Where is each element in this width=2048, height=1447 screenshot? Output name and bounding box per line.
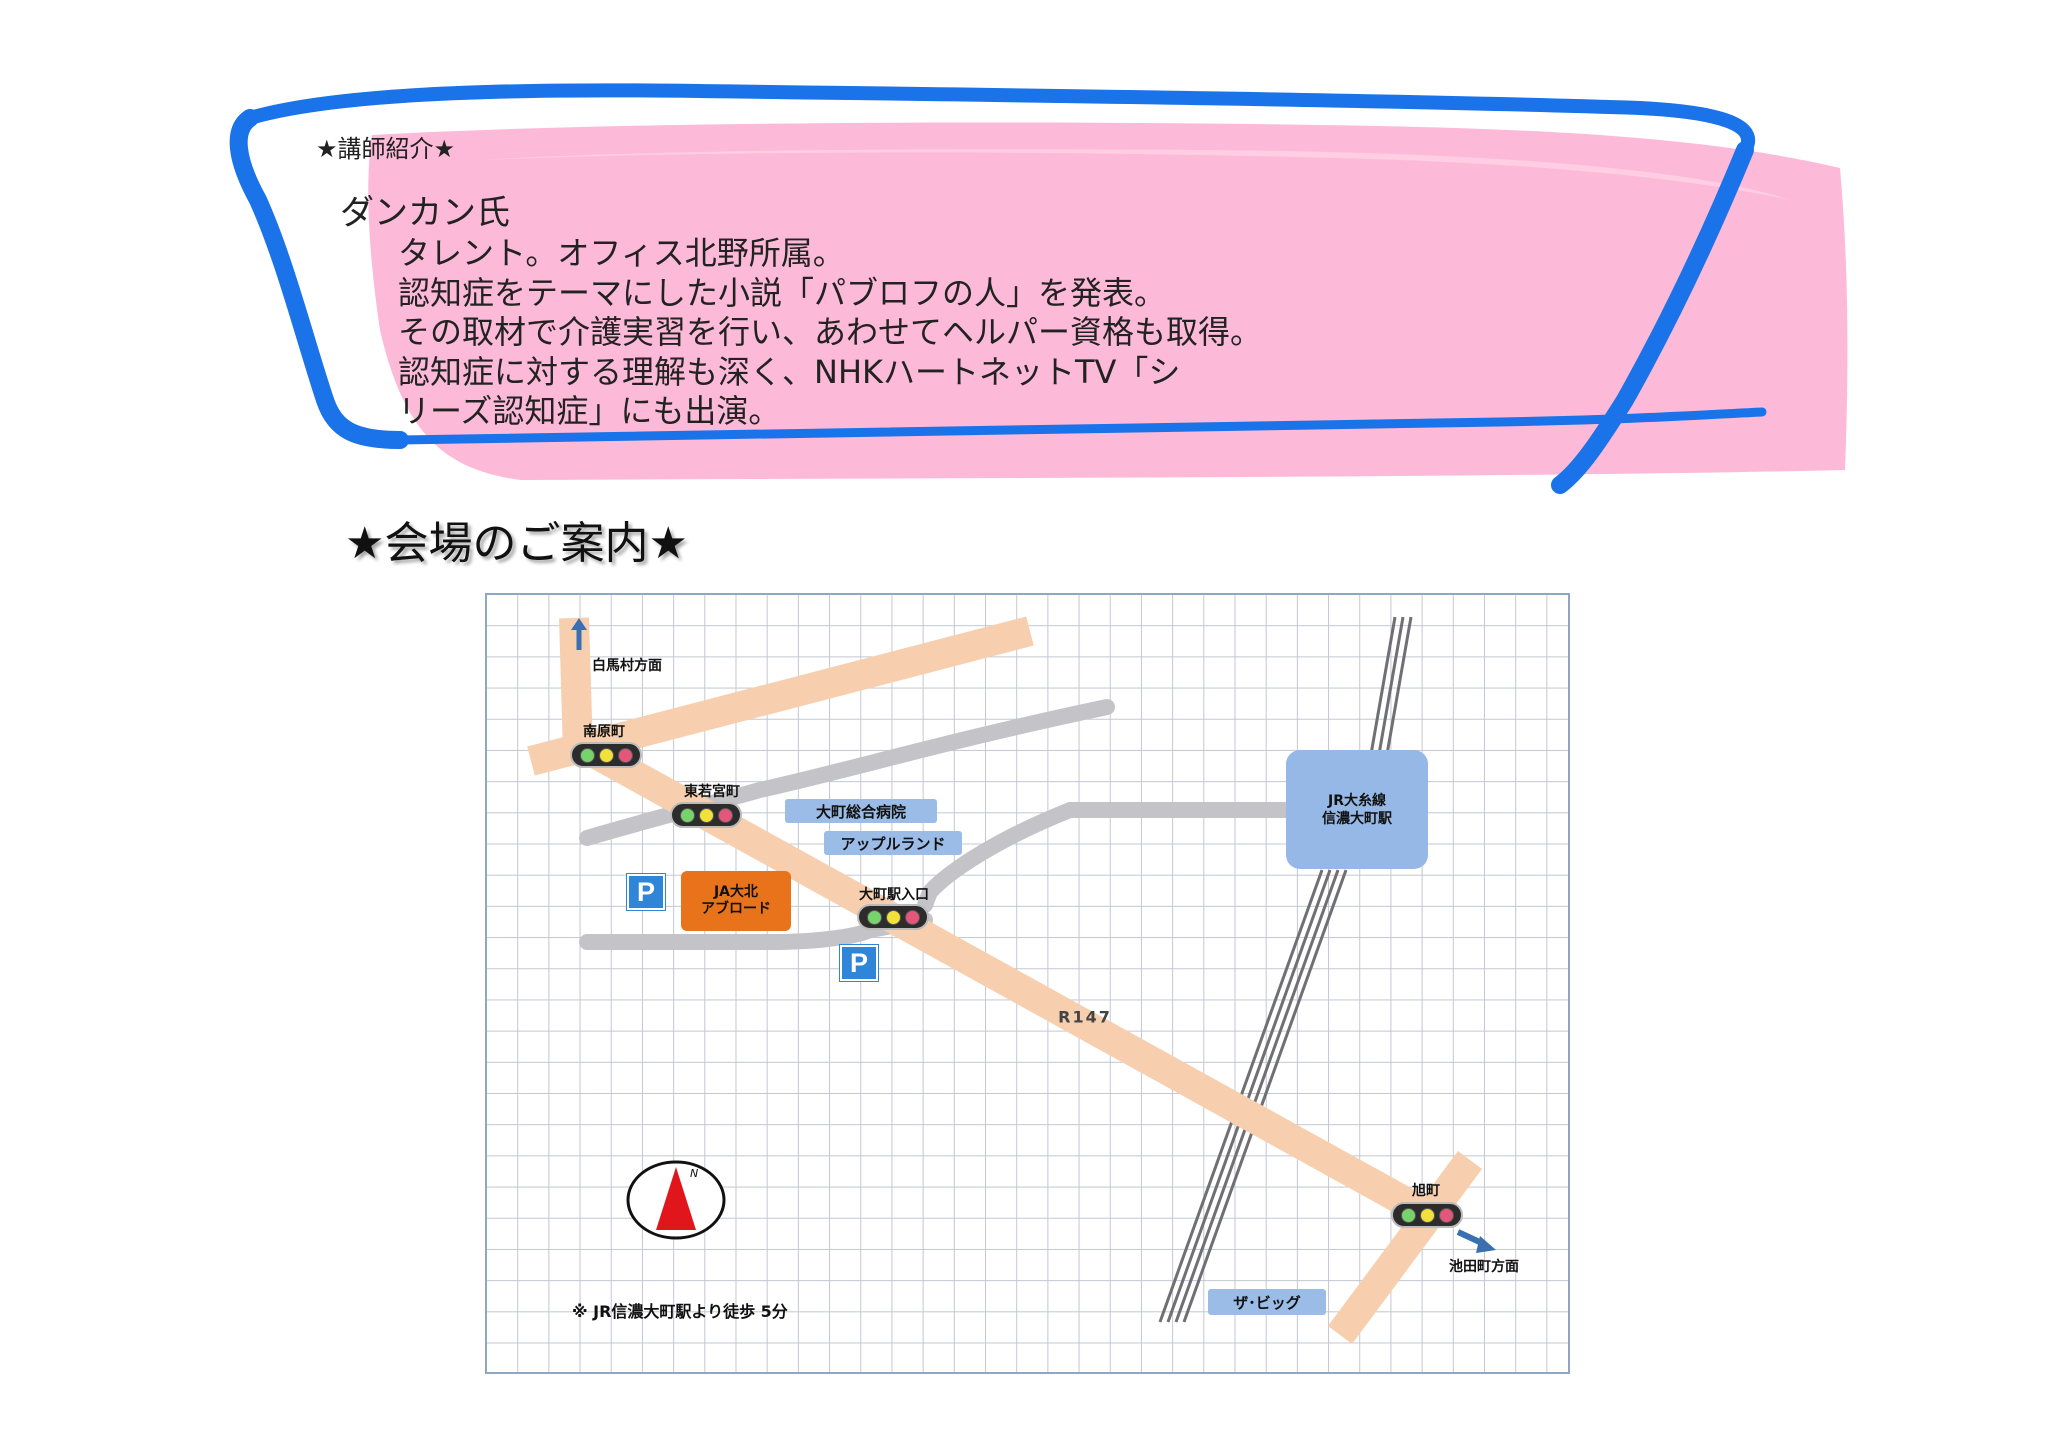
speaker-introduction: ★講師紹介★ ダンカン氏 タレント。オフィス北野所属。 認知症をテーマにした小説…	[0, 0, 2048, 500]
pink-brush-highlight	[480, 149, 1790, 200]
appleland-landmark: アップルランド	[824, 831, 962, 855]
minamihara-label: 南原町	[583, 724, 625, 740]
north-direction-arrow	[571, 618, 587, 650]
omachi-eki-iriguchi-label: 大町駅入口	[859, 887, 929, 903]
bio-line: タレント。オフィス北野所属。	[398, 234, 845, 272]
speaker-name: ダンカン氏	[340, 193, 510, 233]
traffic-light-minamihara	[570, 742, 642, 768]
blue-frame-right-stroke	[1551, 141, 1754, 494]
shinano-omachi-station: JR大糸線 信濃大町駅	[1286, 750, 1428, 869]
side-road-south	[579, 912, 933, 950]
route-r147-label: R147	[1058, 1007, 1112, 1027]
parking-icon: P	[627, 874, 665, 910]
walking-distance-note: ※ JR信濃大町駅より徒歩 5分	[572, 1302, 788, 1321]
traffic-light-asahi	[1391, 1202, 1463, 1228]
asahi-label: 旭町	[1412, 1183, 1440, 1199]
speaker-bio: タレント。オフィス北野所属。 認知症をテーマにした小説「パブロフの人」を発表。 …	[398, 234, 1338, 432]
main-road-north-spur	[559, 617, 593, 753]
compass: N	[626, 1160, 726, 1240]
higashiwakamiya-label: 東若宮町	[684, 784, 740, 800]
thebig-landmark: ザ･ビッグ	[1208, 1289, 1326, 1315]
ikeda-direction-arrow	[1456, 1229, 1496, 1253]
compass-needle	[656, 1167, 696, 1230]
venue-name-line2: アブロード	[701, 901, 771, 917]
side-road-to-station	[917, 802, 1308, 913]
venue-guide-heading: ★会場のご案内★	[345, 518, 688, 569]
traffic-light-omachi-eki-iriguchi	[857, 904, 929, 930]
main-road-asahi-cross	[1327, 1151, 1483, 1344]
bio-line: その取材で介護実習を行い、あわせてヘルパー資格も取得。	[398, 313, 1263, 351]
pink-brush-background	[368, 122, 1848, 480]
main-road-hakuba	[527, 616, 1034, 776]
hakuba-direction-label: 白馬村方面	[592, 658, 662, 674]
venue-ja-taihoku-abroad: JA大北 アブロード	[681, 871, 791, 931]
hospital-landmark: 大町総合病院	[785, 799, 937, 823]
station-name: 信濃大町駅	[1322, 810, 1392, 827]
bio-line: リーズ認知症」にも出演。	[398, 392, 781, 430]
blue-frame-left-stroke	[229, 109, 409, 449]
blue-frame-bottom-stroke	[395, 407, 1767, 445]
bio-line: 認知症をテーマにした小説「パブロフの人」を発表。	[398, 273, 1167, 312]
ikeda-direction-label: 池田町方面	[1449, 1259, 1519, 1275]
parking-icon: P	[840, 945, 878, 981]
station-line-name: JR大糸線	[1328, 792, 1386, 809]
blue-frame-top-stroke	[243, 83, 1756, 157]
bio-line: 認知症に対する理解も深く、NHKハートネットTV「シ	[398, 352, 1181, 391]
side-road-north	[579, 699, 1115, 846]
railway-line	[1158, 616, 1413, 1323]
traffic-light-higashiwakamiya	[670, 802, 742, 828]
compass-north-label: N	[690, 1167, 698, 1180]
venue-name-line1: JA大北	[713, 884, 759, 900]
speaker-intro-heading: ★講師紹介★	[316, 135, 456, 163]
